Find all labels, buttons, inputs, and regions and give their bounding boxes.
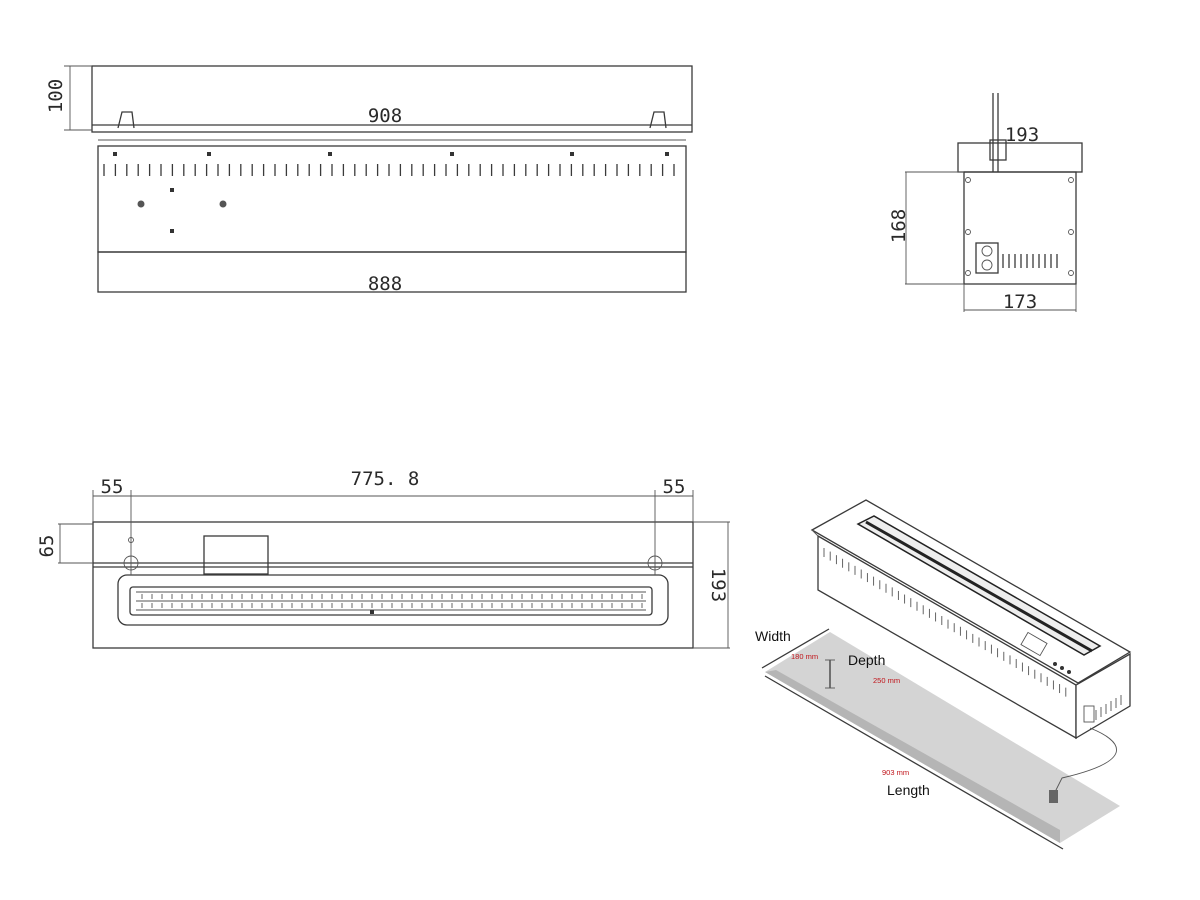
front-view: 100 908 888 — [45, 65, 693, 295]
side-vent-slots — [1002, 254, 1058, 268]
dim-front-height: 100 — [45, 79, 67, 113]
side-view: 193 168 173 — [888, 93, 1083, 313]
dim-side-bottom-width: 173 — [1003, 291, 1037, 313]
top-view: 55 775. 8 55 65 193 — [36, 468, 730, 649]
isometric-vent-slots — [823, 548, 1122, 720]
dim-top-right-margin: 55 — [663, 476, 686, 498]
dim-top-inner-length: 775. 8 — [351, 468, 420, 490]
isometric-installation: Width 180 mm Depth 250 mm 903 mm Length — [755, 499, 1132, 850]
front-vent-slots — [103, 164, 675, 176]
label-depth: Depth — [848, 652, 885, 668]
value-length: 903 mm — [882, 768, 909, 777]
dim-front-bottom-width: 888 — [368, 273, 402, 295]
label-length: Length — [887, 782, 930, 798]
dim-top-left-margin: 55 — [101, 476, 124, 498]
dim-front-top-width: 908 — [368, 105, 402, 127]
dim-top-depth: 65 — [36, 535, 58, 558]
burner-perforations — [141, 594, 643, 608]
dim-top-total-depth: 193 — [707, 568, 729, 602]
front-screws — [113, 152, 669, 233]
dim-side-height: 168 — [888, 209, 910, 243]
value-depth: 250 mm — [873, 676, 900, 685]
value-width: 180 mm — [791, 652, 818, 661]
cutout-area — [765, 632, 1120, 843]
label-width: Width — [755, 628, 791, 644]
dim-side-top-width: 193 — [1005, 124, 1039, 146]
